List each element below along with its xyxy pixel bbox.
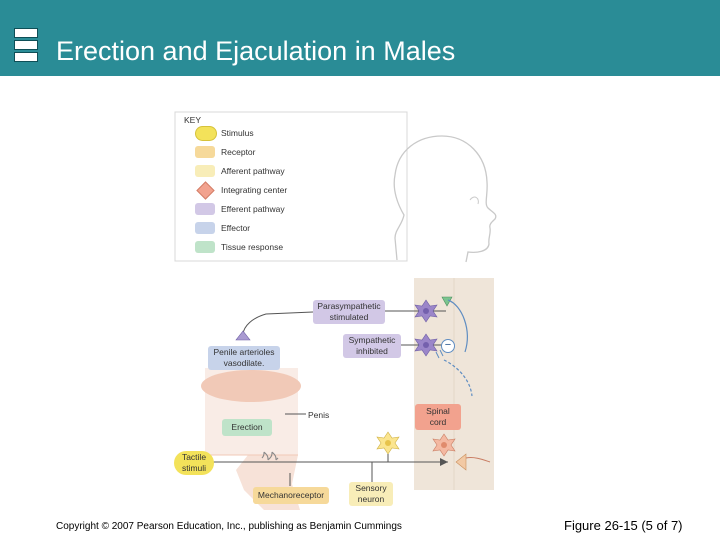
key-swatch-5 — [195, 203, 215, 215]
parasympathetic-pathway — [243, 312, 313, 334]
erection-label: Erection — [222, 419, 272, 436]
copyright-notice: Copyright © 2007 Pearson Education, Inc.… — [56, 521, 402, 532]
key-swatch-3 — [195, 165, 215, 177]
key-label-7: Tissue response — [221, 242, 283, 252]
key-label-3: Afferent pathway — [221, 166, 285, 176]
key-label-2: Receptor — [221, 147, 256, 157]
sensory-neuron-label: Sensory neuron — [349, 482, 393, 506]
arteriole-receptor-icon — [236, 331, 250, 340]
tactile-stimuli-label: Tactile stimuli — [174, 451, 214, 475]
key-title: KEY — [184, 115, 201, 125]
key-label-4: Integrating center — [221, 185, 287, 195]
key-swatch-7 — [195, 241, 215, 253]
inhibit-sign-icon: − — [441, 339, 455, 353]
sympathetic-label: Sympathetic inhibited — [343, 334, 401, 358]
key-swatch-1 — [195, 126, 217, 141]
key-swatch-2 — [195, 146, 215, 158]
key-swatch-6 — [195, 222, 215, 234]
penis-label: Penis — [308, 410, 329, 420]
spinal-cord-label: Spinal cord — [415, 404, 461, 430]
sensory-neuron-icon — [377, 432, 399, 454]
key-label-1: Stimulus — [221, 128, 254, 138]
penile-arterioles-label: Penile arterioles vasodilate. — [208, 346, 280, 370]
mechanoreceptor-label: Mechanoreceptor — [253, 487, 329, 504]
key-label-6: Effector — [221, 223, 250, 233]
figure-caption: Figure 26-15 (5 of 7) — [564, 518, 683, 533]
head-silhouette — [394, 136, 496, 262]
key-label-5: Efferent pathway — [221, 204, 285, 214]
parasympathetic-label: Parasympathetic stimulated — [313, 300, 385, 324]
